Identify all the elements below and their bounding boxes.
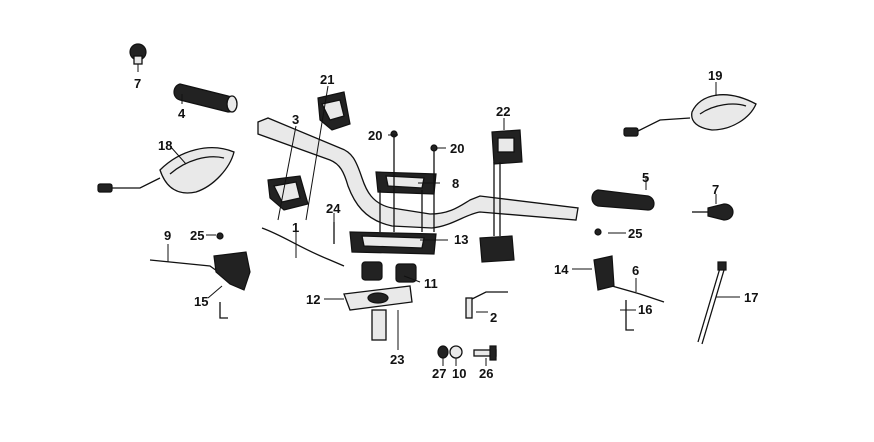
part-number-6: 6 <box>632 263 639 278</box>
part-number-19: 19 <box>708 68 722 83</box>
leader-lines <box>137 64 740 366</box>
part-number-4: 4 <box>178 106 186 121</box>
cables <box>261 227 508 319</box>
bar-end-right <box>692 203 734 221</box>
part-number-2: 2 <box>490 310 497 325</box>
part-number-25-right: 25 <box>628 226 642 241</box>
part-number-5: 5 <box>642 170 649 185</box>
part-number-3: 3 <box>292 112 299 127</box>
switch-rods <box>493 162 501 236</box>
part-labels: 7 4 3 21 18 19 22 20 20 8 5 7 24 1 9 25 … <box>134 68 758 381</box>
part-number-1: 1 <box>292 220 299 235</box>
part-number-14: 14 <box>554 262 569 277</box>
bar-end-left <box>129 43 147 65</box>
part-number-11: 11 <box>424 276 438 291</box>
mount-bracket <box>343 285 413 341</box>
part-number-18: 18 <box>158 138 172 153</box>
left-switch-upper <box>317 91 351 131</box>
small-bolts <box>216 222 602 361</box>
clamp-bolts <box>379 130 438 232</box>
right-mirror <box>623 94 757 137</box>
risers <box>361 261 417 283</box>
left-mirror <box>97 147 235 194</box>
left-lever-assembly <box>149 251 251 319</box>
part-number-16: 16 <box>638 302 652 317</box>
right-lever-assembly <box>593 255 665 331</box>
part-number-23: 23 <box>390 352 404 367</box>
right-switch-upper <box>491 129 523 165</box>
part-number-10: 10 <box>452 366 466 381</box>
left-switch-lower <box>267 175 309 211</box>
right-grip <box>591 189 655 211</box>
part-number-21: 21 <box>320 72 334 87</box>
part-number-17: 17 <box>744 290 758 305</box>
handlebar <box>257 117 579 229</box>
part-number-20-right: 20 <box>450 141 464 156</box>
part-number-8: 8 <box>452 176 459 191</box>
part-number-15: 15 <box>194 294 208 309</box>
part-number-7-right: 7 <box>712 182 719 197</box>
part-number-20-left: 20 <box>368 128 382 143</box>
part-number-22: 22 <box>496 104 510 119</box>
part-number-12: 12 <box>306 292 320 307</box>
part-number-24: 24 <box>326 201 341 216</box>
part-number-13: 13 <box>454 232 468 247</box>
part-number-27: 27 <box>432 366 446 381</box>
throttle-cable <box>697 261 727 345</box>
part-number-9: 9 <box>164 228 171 243</box>
right-switch-lower <box>479 235 515 263</box>
left-grip <box>173 83 238 113</box>
lower-clamp <box>349 231 437 255</box>
part-number-7-left: 7 <box>134 76 141 91</box>
part-number-25-left: 25 <box>190 228 204 243</box>
part-number-26: 26 <box>479 366 493 381</box>
